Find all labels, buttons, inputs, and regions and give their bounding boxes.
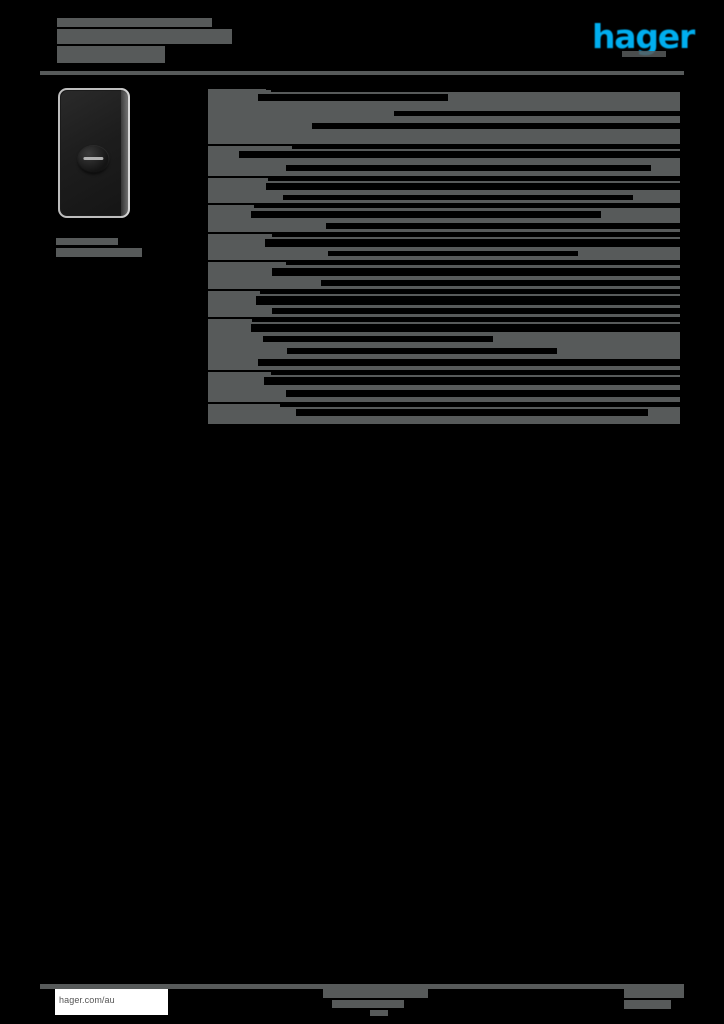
table-row-value-line [272,268,680,276]
table-row-value-line [283,195,633,200]
table-row-label [208,319,252,370]
table-row-value-line [286,390,680,397]
table-row-label [208,372,271,402]
spec-table [208,89,680,429]
page-header: hager [40,14,695,75]
product-photo-edge [121,88,130,218]
table-row [208,205,680,232]
table-row-value-line [394,111,680,116]
table-row-value-line [312,123,680,129]
table-row-label [208,205,254,232]
footer-center-line-3 [370,1010,388,1016]
table-row-value-line [258,359,680,366]
header-divider [40,71,684,75]
table-row-value-line [286,165,651,171]
table-row-value-line [251,324,680,332]
footer-url-box[interactable]: hager.com/au [55,989,168,1015]
product-caption [56,238,180,257]
rotary-knob-icon [78,146,109,172]
table-row-label [208,89,266,144]
hager-logo-icon: hager [592,17,695,56]
page-footer: hager.com/au [40,984,684,1018]
table-row-value-line [287,348,557,354]
footer-right-line-1 [624,988,684,998]
table-row [208,146,680,176]
hager-logo-shadow [622,51,666,57]
table-row-label [208,404,280,424]
footer-divider [40,984,684,989]
table-row-value-line [272,308,680,314]
footer-center-line-1 [323,989,428,998]
table-row-value-line [265,239,680,247]
product-caption-line-1 [56,238,118,245]
product-photo [58,88,130,218]
table-row-value-line [296,409,648,416]
page-title-line-2 [57,29,232,44]
table-row [208,291,680,317]
table-row-value-line [321,280,680,286]
table-row [208,234,680,260]
footer-center [323,989,428,1018]
table-row-value-line [326,223,680,229]
footer-right [624,988,684,1011]
table-row-value-line [256,296,680,305]
table-row [208,89,680,144]
table-row-label [208,178,268,203]
product-column [52,88,180,260]
table-row [208,319,680,370]
table-row [208,262,680,289]
footer-center-line-2 [332,1000,404,1008]
table-row-value-line [266,183,680,190]
table-row-value-line [264,377,680,385]
table-row-label [208,291,260,317]
table-row-value-line [258,94,448,101]
table-row-value-line [251,211,601,218]
table-row-value-line [328,251,578,256]
product-caption-line-2 [56,248,142,257]
table-row [208,404,680,424]
table-row [208,372,680,402]
table-row-value-line [239,151,680,158]
table-row [208,178,680,203]
page-title [57,18,247,65]
page-title-line-1 [57,18,212,27]
table-row-label [208,234,272,260]
page-title-line-3 [57,46,165,63]
footer-right-line-2 [624,1000,671,1009]
table-row-value-line [263,336,493,342]
footer-url-text: hager.com/au [59,995,115,1005]
